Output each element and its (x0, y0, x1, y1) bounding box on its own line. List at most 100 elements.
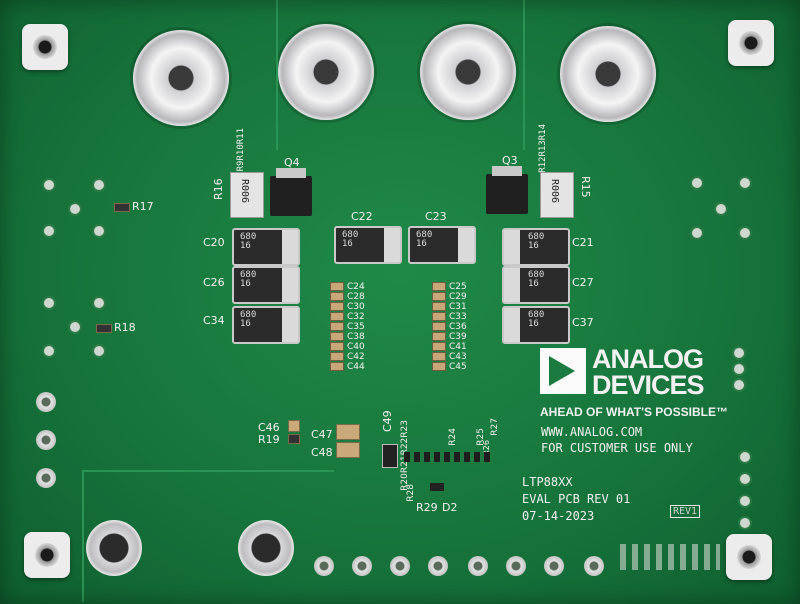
ceramic-cap (432, 282, 446, 291)
label-r18: R18 (114, 321, 136, 334)
ceramic-cap-row: C28 (330, 286, 365, 305)
ceramic-cap-label: C32 (347, 311, 365, 322)
label-r16: R16 (212, 178, 225, 200)
resistor-array (404, 452, 494, 462)
ceramic-cap-label: C36 (449, 321, 467, 332)
mosfet-q4 (270, 168, 312, 216)
standoff-top-right (728, 20, 774, 66)
ceramic-cap (432, 302, 446, 311)
analog-devices-logo-mark (540, 348, 586, 394)
label-r24: R24 (448, 428, 458, 446)
test-via (352, 556, 372, 576)
label-r15: R15 (579, 176, 592, 198)
pad (734, 348, 744, 358)
label-c46: C46 (258, 421, 280, 434)
ceramic-cap (432, 312, 446, 321)
test-via (506, 556, 526, 576)
ceramic-cap-row: C39 (432, 326, 467, 345)
ceramic-cap-row: C36 (432, 316, 467, 335)
copper-divider-right (523, 0, 525, 150)
pad (740, 474, 750, 484)
pad (692, 228, 702, 238)
label-c23: C23 (425, 210, 447, 223)
tagline: AHEAD OF WHAT'S POSSIBLE™ (540, 405, 728, 419)
tantalum-cap-c37: 680 16 (502, 306, 570, 344)
label-r9-r11: R9R10R11 (236, 128, 246, 172)
ceramic-cap (432, 352, 446, 361)
test-via (36, 430, 56, 450)
ceramic-cap (330, 332, 344, 341)
board-date: 07-14-2023 (522, 509, 595, 523)
standoff-top-left (22, 24, 68, 70)
ceramic-cap-label: C44 (347, 361, 365, 372)
pad (70, 322, 80, 332)
ceramic-cap-row: C44 (330, 356, 365, 375)
ceramic-cap (330, 302, 344, 311)
label-c22: C22 (351, 210, 373, 223)
ceramic-cap-label: C42 (347, 351, 365, 362)
ceramic-cap-label: C33 (449, 311, 467, 322)
terminal-1 (133, 30, 229, 126)
ceramic-cap-label: C29 (449, 291, 467, 302)
ceramic-cap-c46 (288, 420, 300, 432)
label-c34: C34 (203, 314, 225, 327)
resistor-r17 (114, 203, 130, 212)
ceramic-cap-label: C28 (347, 291, 365, 302)
test-via (36, 468, 56, 488)
ceramic-cap (432, 332, 446, 341)
ceramic-cap-row: C25 (432, 276, 467, 295)
test-via (584, 556, 604, 576)
tantalum-cap-c21: 680 16 (502, 228, 570, 266)
label-r27: R27 (490, 418, 500, 436)
pad (740, 178, 750, 188)
ceramic-cap-label: C45 (449, 361, 467, 372)
ceramic-cap (330, 282, 344, 291)
ceramic-cap (432, 342, 446, 351)
ceramic-cap (330, 362, 344, 371)
pad (734, 364, 744, 374)
ceramic-cap (330, 292, 344, 301)
label-d2: D2 (442, 501, 458, 514)
tantalum-cap-c34: 680 16 (232, 306, 300, 344)
label-c21: C21 (572, 236, 594, 249)
tantalum-cap-c22: 680 16 (334, 226, 402, 264)
ceramic-cap-row: C24 (330, 276, 365, 295)
test-via (428, 556, 448, 576)
label-r28: R28 (406, 484, 416, 502)
pad (70, 204, 80, 214)
ceramic-cap-row: C31 (432, 296, 467, 315)
label-q4: Q4 (284, 156, 300, 169)
ceramic-cap-row: C33 (432, 306, 467, 325)
pad (94, 226, 104, 236)
part-number: LTP88XX (522, 475, 573, 489)
resistor-r18 (96, 324, 112, 333)
copper-pour-outline (82, 470, 334, 602)
shunt-resistor-r15: R006 (540, 172, 574, 218)
pcb-revision: EVAL PCB REV 01 (522, 492, 631, 506)
mounting-hole-1 (86, 520, 142, 576)
label-c20: C20 (203, 236, 225, 249)
standoff-bottom-right (726, 534, 772, 580)
rev-marker: REV1 (670, 505, 701, 518)
ceramic-cap-label: C40 (347, 341, 365, 352)
ceramic-cap-label: C39 (449, 331, 467, 342)
ceramic-cap-row: C41 (432, 336, 467, 355)
ceramic-cap-row: C38 (330, 326, 365, 345)
ceramic-cap-row: C40 (330, 336, 365, 355)
pad (44, 180, 54, 190)
terminal-2 (278, 24, 374, 120)
ceramic-cap-label: C38 (347, 331, 365, 342)
ceramic-cap (432, 362, 446, 371)
diode-d2 (430, 483, 444, 491)
shunt-resistor-r16: R006 (230, 172, 264, 218)
ceramic-cap-label: C24 (347, 281, 365, 292)
mosfet-q3 (486, 166, 528, 214)
pad (740, 228, 750, 238)
pad (716, 204, 726, 214)
ceramic-cap-label: C35 (347, 321, 365, 332)
label-q3: Q3 (502, 154, 518, 167)
ceramic-cap-row: C45 (432, 356, 467, 375)
label-c37: C37 (572, 316, 594, 329)
ceramic-cap (330, 342, 344, 351)
